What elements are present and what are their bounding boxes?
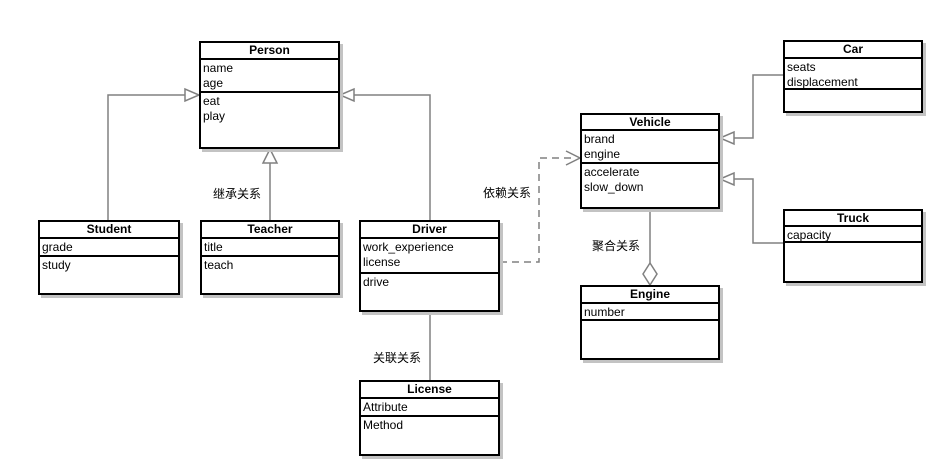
method: teach: [204, 258, 234, 272]
class-license-title: License: [361, 382, 498, 399]
edge-student-person-generalization[interactable]: [107, 87, 201, 220]
class-truck-methods: [785, 243, 921, 279]
method: Method: [363, 418, 404, 432]
class-student[interactable]: Student grade study: [38, 220, 180, 295]
method: accelerate: [584, 165, 640, 179]
edge-car-vehicle-generalization[interactable]: [718, 74, 783, 146]
class-vehicle[interactable]: Vehicle brand engine accelerate slow_dow…: [580, 113, 720, 209]
class-vehicle-title: Vehicle: [582, 115, 718, 131]
class-car[interactable]: Car seats displacement: [783, 40, 923, 113]
method: slow_down: [584, 180, 644, 194]
edge-teacher-person-generalization[interactable]: [261, 147, 279, 220]
class-vehicle-attributes: brand engine: [582, 131, 718, 164]
attribute: name: [203, 61, 234, 75]
class-student-methods: study: [40, 257, 178, 291]
attribute: displacement: [787, 75, 858, 89]
class-driver-title: Driver: [361, 222, 498, 239]
attribute: Attribute: [363, 400, 408, 414]
attribute: age: [203, 76, 224, 90]
method: play: [203, 109, 226, 123]
class-car-title: Car: [785, 42, 921, 59]
attribute: work_experience: [363, 240, 454, 254]
class-teacher-attributes: title: [202, 239, 338, 257]
label-aggregation: 聚合关系: [592, 239, 641, 253]
attribute: brand: [584, 132, 615, 146]
class-driver[interactable]: Driver work_experience license drive: [359, 220, 500, 312]
attribute: number: [584, 305, 625, 319]
edge-vehicle-engine-aggregation[interactable]: [642, 209, 658, 287]
label-association: 关联关系: [373, 351, 422, 365]
class-truck-title: Truck: [785, 211, 921, 227]
edge-driver-vehicle-dependency[interactable]: [500, 150, 582, 263]
class-license[interactable]: License Attribute Method: [359, 380, 500, 456]
class-person-attributes: name age: [201, 60, 338, 93]
class-vehicle-methods: accelerate slow_down: [582, 164, 718, 205]
method: drive: [363, 275, 390, 289]
class-license-attributes: Attribute: [361, 399, 498, 417]
class-driver-methods: drive: [361, 274, 498, 308]
class-student-title: Student: [40, 222, 178, 239]
class-student-attributes: grade: [40, 239, 178, 257]
class-engine-title: Engine: [582, 287, 718, 304]
attribute: seats: [787, 60, 816, 74]
label-dependency: 依赖关系: [483, 186, 532, 200]
class-teacher[interactable]: Teacher title teach: [200, 220, 340, 295]
class-car-methods: [785, 90, 921, 109]
class-person-title: Person: [201, 43, 338, 60]
attribute: title: [204, 240, 223, 254]
class-truck-attributes: capacity: [785, 227, 921, 243]
edge-truck-vehicle-generalization[interactable]: [718, 171, 783, 244]
attribute: capacity: [787, 228, 832, 242]
edge-driver-person-generalization[interactable]: [338, 87, 431, 220]
attribute: license: [363, 255, 401, 269]
class-engine-methods: [582, 321, 718, 356]
class-license-methods: Method: [361, 417, 498, 452]
class-person[interactable]: Person name age eat play: [199, 41, 340, 149]
label-inheritance: 继承关系: [213, 187, 262, 201]
attribute: grade: [42, 240, 73, 254]
attribute: engine: [584, 147, 621, 161]
class-engine-attributes: number: [582, 304, 718, 321]
class-truck[interactable]: Truck capacity: [783, 209, 923, 283]
class-engine[interactable]: Engine number: [580, 285, 720, 360]
class-teacher-methods: teach: [202, 257, 338, 291]
method: eat: [203, 94, 220, 108]
class-person-methods: eat play: [201, 93, 338, 145]
class-driver-attributes: work_experience license: [361, 239, 498, 274]
method: study: [42, 258, 71, 272]
class-car-attributes: seats displacement: [785, 59, 921, 90]
class-teacher-title: Teacher: [202, 222, 338, 239]
